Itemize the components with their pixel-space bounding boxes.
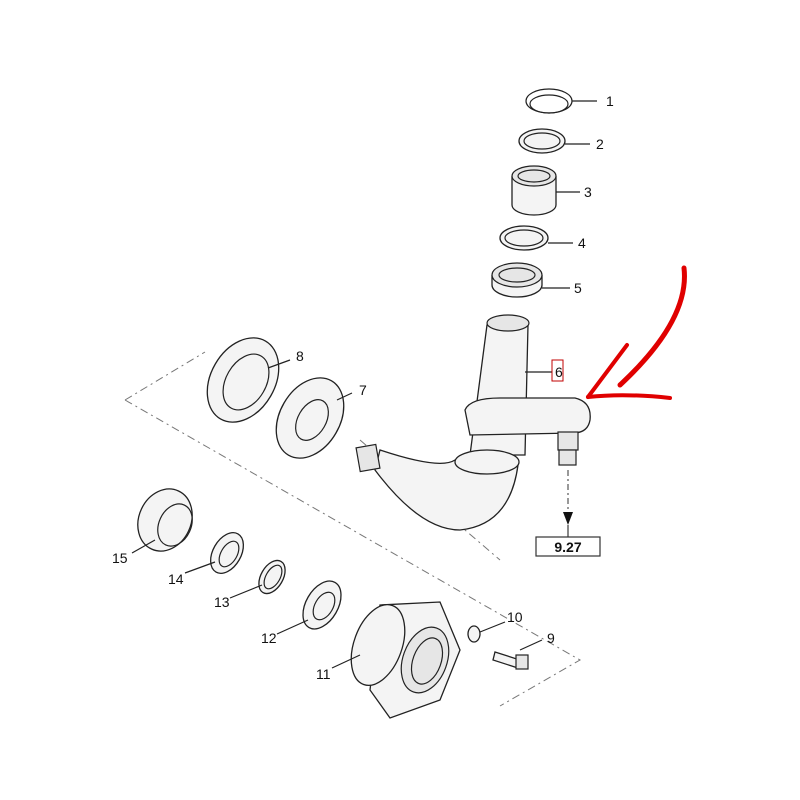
callout-3: 3 bbox=[584, 184, 592, 200]
reference-link-9-27[interactable]: 9.27 bbox=[535, 536, 601, 557]
callout-14: 14 bbox=[168, 571, 184, 587]
part-4-ring bbox=[499, 225, 549, 251]
callout-5: 5 bbox=[574, 280, 582, 296]
callout-11: 11 bbox=[316, 666, 331, 682]
callout-15: 15 bbox=[112, 550, 128, 566]
callout-7: 7 bbox=[359, 382, 367, 398]
callout-13: 13 bbox=[214, 594, 230, 610]
callout-1: 1 bbox=[606, 93, 614, 109]
part-14-lock-nut bbox=[209, 532, 245, 574]
red-arrow-annotation bbox=[586, 265, 687, 400]
part-2-ring bbox=[518, 128, 566, 154]
callout-10: 10 bbox=[507, 609, 523, 625]
part-11-hub bbox=[350, 601, 461, 719]
part-1-snap-ring bbox=[525, 88, 573, 114]
part-6-spindle bbox=[355, 314, 591, 531]
part-12-bearing bbox=[302, 580, 342, 630]
callout-6: 6 bbox=[555, 364, 563, 380]
leader-lines bbox=[131, 100, 597, 669]
callout-12: 12 bbox=[261, 630, 277, 646]
callout-4: 4 bbox=[578, 235, 586, 251]
callout-8: 8 bbox=[296, 348, 304, 364]
reference-label[interactable]: 9.27 bbox=[554, 539, 581, 555]
arrow-down-icon bbox=[563, 512, 573, 525]
part-8-bearing bbox=[206, 337, 280, 423]
part-7-seal bbox=[275, 377, 345, 459]
part-5-seal bbox=[491, 262, 543, 298]
callout-6-highlight bbox=[551, 359, 564, 382]
part-9-bolt bbox=[492, 651, 529, 670]
part-10-washer bbox=[467, 625, 481, 643]
callout-2: 2 bbox=[596, 136, 604, 152]
part-13-washer bbox=[258, 559, 286, 595]
part-15-cap bbox=[137, 488, 193, 552]
part-3-bushing bbox=[511, 165, 557, 216]
callout-9: 9 bbox=[547, 630, 555, 646]
